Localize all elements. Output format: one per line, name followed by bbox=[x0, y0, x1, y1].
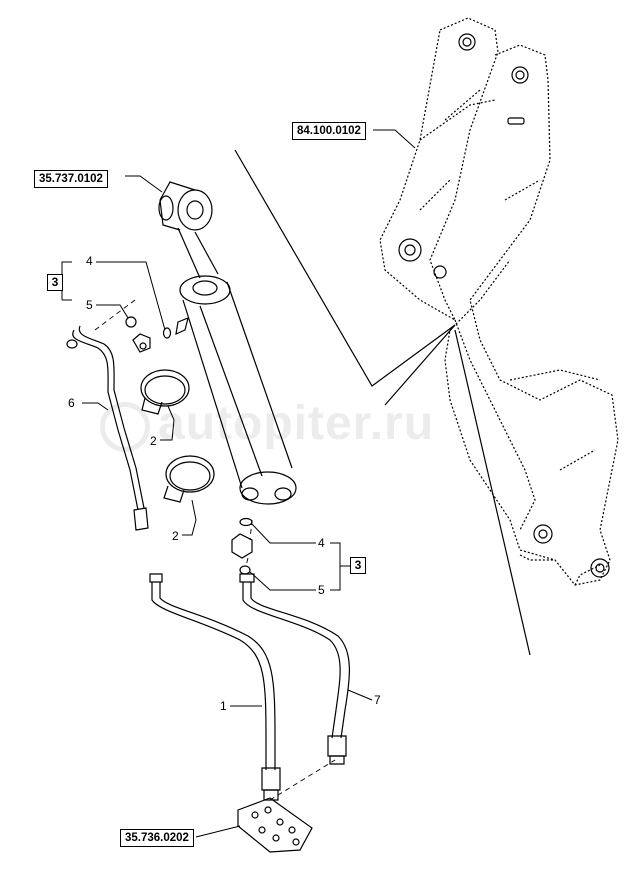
watermark-text: autopiter.ru bbox=[158, 397, 435, 450]
hose-clamp-lower bbox=[163, 455, 215, 503]
group-label-upper: 3 bbox=[47, 274, 63, 291]
lift-arm-pins bbox=[398, 33, 610, 578]
callout-tube: 6 bbox=[68, 396, 75, 410]
hydraulic-cylinder-illustration bbox=[158, 181, 297, 505]
watermark-logo-icon bbox=[100, 402, 150, 452]
guide-lines bbox=[94, 299, 336, 801]
lift-arm-illustration bbox=[379, 17, 619, 586]
ref-cylinder: 35.737.0102 bbox=[34, 170, 108, 188]
separator-line-2 bbox=[454, 329, 531, 656]
callout-oring-lower: 4 bbox=[318, 536, 325, 550]
hose-left-illustration bbox=[149, 573, 281, 801]
tube-illustration bbox=[66, 325, 149, 531]
callout-seal-upper: 5 bbox=[86, 298, 93, 312]
upper-seal-parts bbox=[125, 316, 172, 353]
callout-oring-upper: 4 bbox=[86, 254, 93, 268]
hose-right-illustration bbox=[239, 573, 350, 765]
group-label-lower: 3 bbox=[350, 557, 366, 574]
callout-hose-left: 1 bbox=[220, 699, 227, 713]
callout-seal-lower: 5 bbox=[318, 583, 325, 597]
callout-clamp-upper: 2 bbox=[150, 434, 157, 448]
callout-hose-right: 7 bbox=[374, 693, 381, 707]
ref-lift-arm: 84.100.0102 bbox=[292, 122, 366, 140]
lower-seal-parts bbox=[231, 517, 253, 575]
hose-clamp-upper bbox=[140, 369, 190, 415]
callout-clamp-lower: 2 bbox=[172, 529, 179, 543]
valve-plate-illustration bbox=[237, 797, 313, 853]
leader-lines bbox=[61, 129, 416, 838]
ref-valve-block: 35.736.0202 bbox=[120, 829, 194, 847]
separator-line bbox=[234, 149, 456, 387]
separator-line-lower bbox=[384, 324, 456, 406]
